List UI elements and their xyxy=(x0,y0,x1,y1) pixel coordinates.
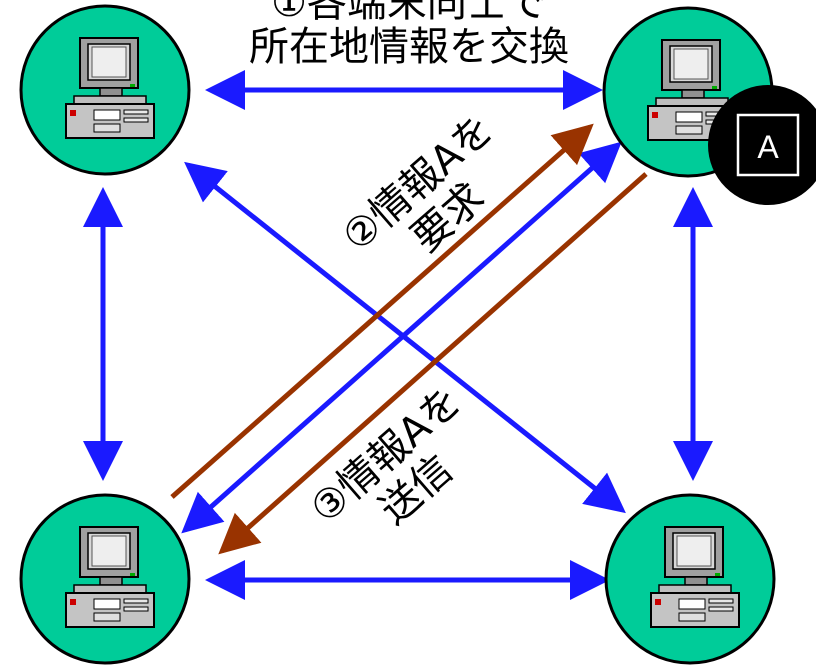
badge-letter: A xyxy=(757,129,779,165)
title-line-1: ①各端末同士で xyxy=(271,0,547,26)
node-top-left xyxy=(19,4,191,176)
request-arrow xyxy=(170,123,594,499)
title-line-2: 所在地情報を交換 xyxy=(249,24,569,70)
data-badge-icon: A xyxy=(708,85,816,205)
send-arrow xyxy=(218,172,648,555)
node-bottom-left xyxy=(19,493,191,665)
exchange-arrow-diagonal-up xyxy=(181,141,622,534)
node-bottom-right xyxy=(604,493,776,665)
